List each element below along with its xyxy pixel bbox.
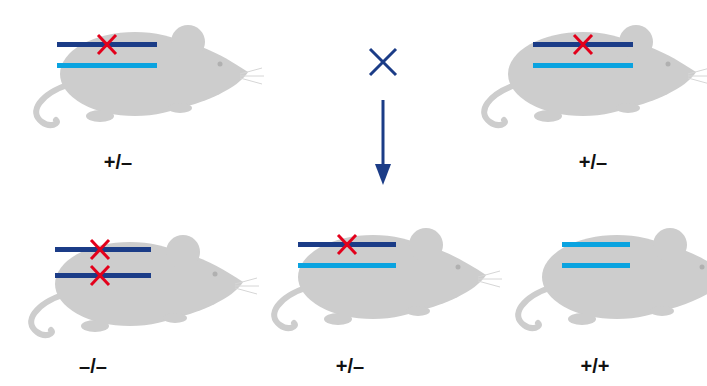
chromosome-pair <box>298 235 396 268</box>
mouse-silhouette <box>518 228 707 328</box>
genotype-label: +/– <box>104 152 132 172</box>
offspring-arrow <box>375 100 391 185</box>
wild-allele <box>57 63 157 68</box>
mouse-silhouette <box>484 25 707 125</box>
genotype-label: +/+ <box>581 356 610 376</box>
genotype-label: –/– <box>79 356 107 376</box>
mutation-mark <box>338 235 356 254</box>
mutation-mark <box>98 35 116 54</box>
wild-allele <box>562 263 630 268</box>
mouse-silhouette <box>274 228 502 328</box>
genotype-label: +/– <box>579 152 607 172</box>
mouse-silhouette <box>36 25 264 125</box>
wild-allele <box>562 242 630 247</box>
chromosome-pair <box>533 35 633 68</box>
mouse-silhouette <box>31 235 259 335</box>
wild-allele <box>298 263 396 268</box>
wild-allele <box>533 63 633 68</box>
chromosome-pair <box>562 242 630 268</box>
chromosome-pair <box>55 240 151 285</box>
mutation-mark <box>574 35 592 54</box>
chromosome-pair <box>57 35 157 68</box>
mutation-mark <box>91 240 109 285</box>
genotype-label: +/– <box>336 356 364 376</box>
cross-symbol <box>370 49 396 75</box>
